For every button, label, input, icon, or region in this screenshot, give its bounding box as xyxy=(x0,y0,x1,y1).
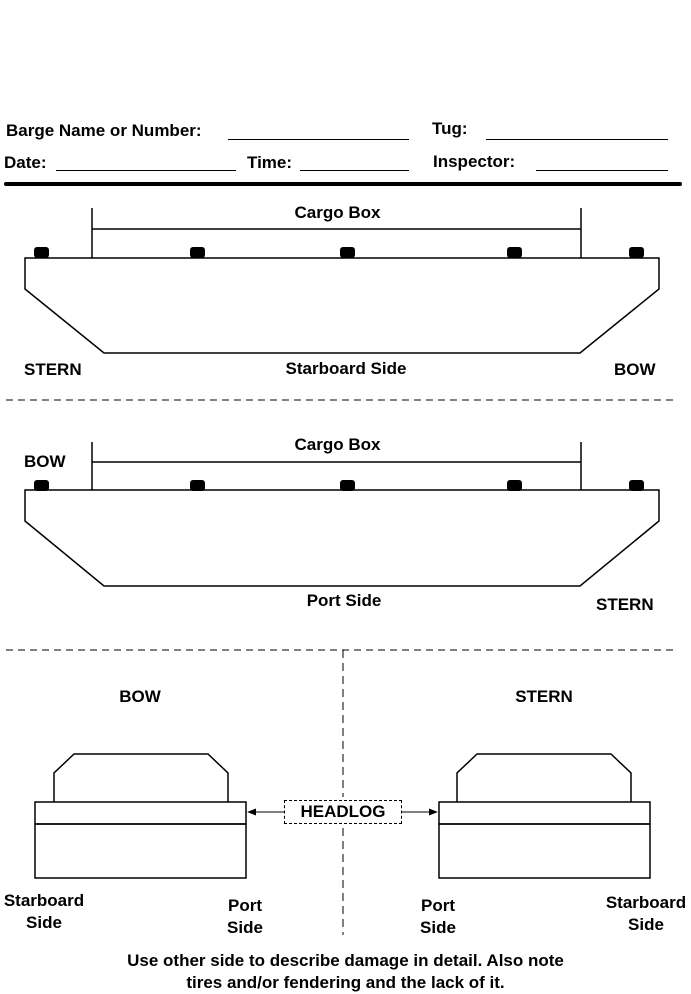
stern-end-title: STERN xyxy=(515,687,573,706)
port-bitts xyxy=(34,480,644,491)
port-hull xyxy=(24,489,660,587)
footer-note-line2: tires and/or fendering and the lack of i… xyxy=(186,973,505,992)
starboard-hull xyxy=(24,257,660,354)
barge-name-field[interactable] xyxy=(228,139,409,140)
tug-label: Tug: xyxy=(432,119,468,138)
bow-left-label-line1: Starboard xyxy=(3,891,85,910)
bow-end-view xyxy=(34,753,247,879)
date-label: Date: xyxy=(4,153,47,172)
footer-note: Use other side to describe damage in det… xyxy=(0,950,691,994)
starboard-bitts xyxy=(34,247,644,258)
stern-right-label-line2: Side xyxy=(628,915,664,934)
tug-field[interactable] xyxy=(486,139,668,140)
time-label: Time: xyxy=(247,153,293,172)
port-cargo-box-label: Cargo Box xyxy=(294,435,381,454)
starboard-bow-label: BOW xyxy=(614,360,656,379)
stern-left-label-line2: Side xyxy=(420,918,456,937)
bow-left-label-line2: Side xyxy=(26,913,62,932)
port-stern-label: STERN xyxy=(596,595,654,614)
bow-right-label-line2: Side xyxy=(227,918,263,937)
stern-end-view xyxy=(438,753,651,879)
barge-name-label: Barge Name or Number: xyxy=(6,121,202,140)
header-divider xyxy=(4,182,682,186)
port-side-view xyxy=(24,442,660,587)
footer-note-line1: Use other side to describe damage in det… xyxy=(127,951,564,970)
stern-left-label: Port Side xyxy=(403,895,473,939)
inspector-field[interactable] xyxy=(536,170,668,171)
bow-right-label-line1: Port xyxy=(228,896,262,915)
inspector-label: Inspector: xyxy=(433,152,516,171)
bow-left-label: Starboard Side xyxy=(0,890,88,934)
bow-right-label: Port Side xyxy=(210,895,280,939)
port-bow-label: BOW xyxy=(24,452,66,471)
starboard-stern-label: STERN xyxy=(24,360,82,379)
headlog-label: HEADLOG xyxy=(284,800,402,824)
stern-right-label: Starboard Side xyxy=(600,892,691,936)
starboard-side-view xyxy=(24,208,660,354)
time-field[interactable] xyxy=(300,170,409,171)
port-side-label: Port Side xyxy=(306,591,382,610)
bow-end-title: BOW xyxy=(119,687,161,706)
starboard-cargo-box-label: Cargo Box xyxy=(294,203,381,222)
starboard-side-label: Starboard Side xyxy=(285,359,407,378)
stern-left-label-line1: Port xyxy=(421,896,455,915)
date-field[interactable] xyxy=(56,170,236,171)
stern-right-label-line1: Starboard xyxy=(605,893,687,912)
